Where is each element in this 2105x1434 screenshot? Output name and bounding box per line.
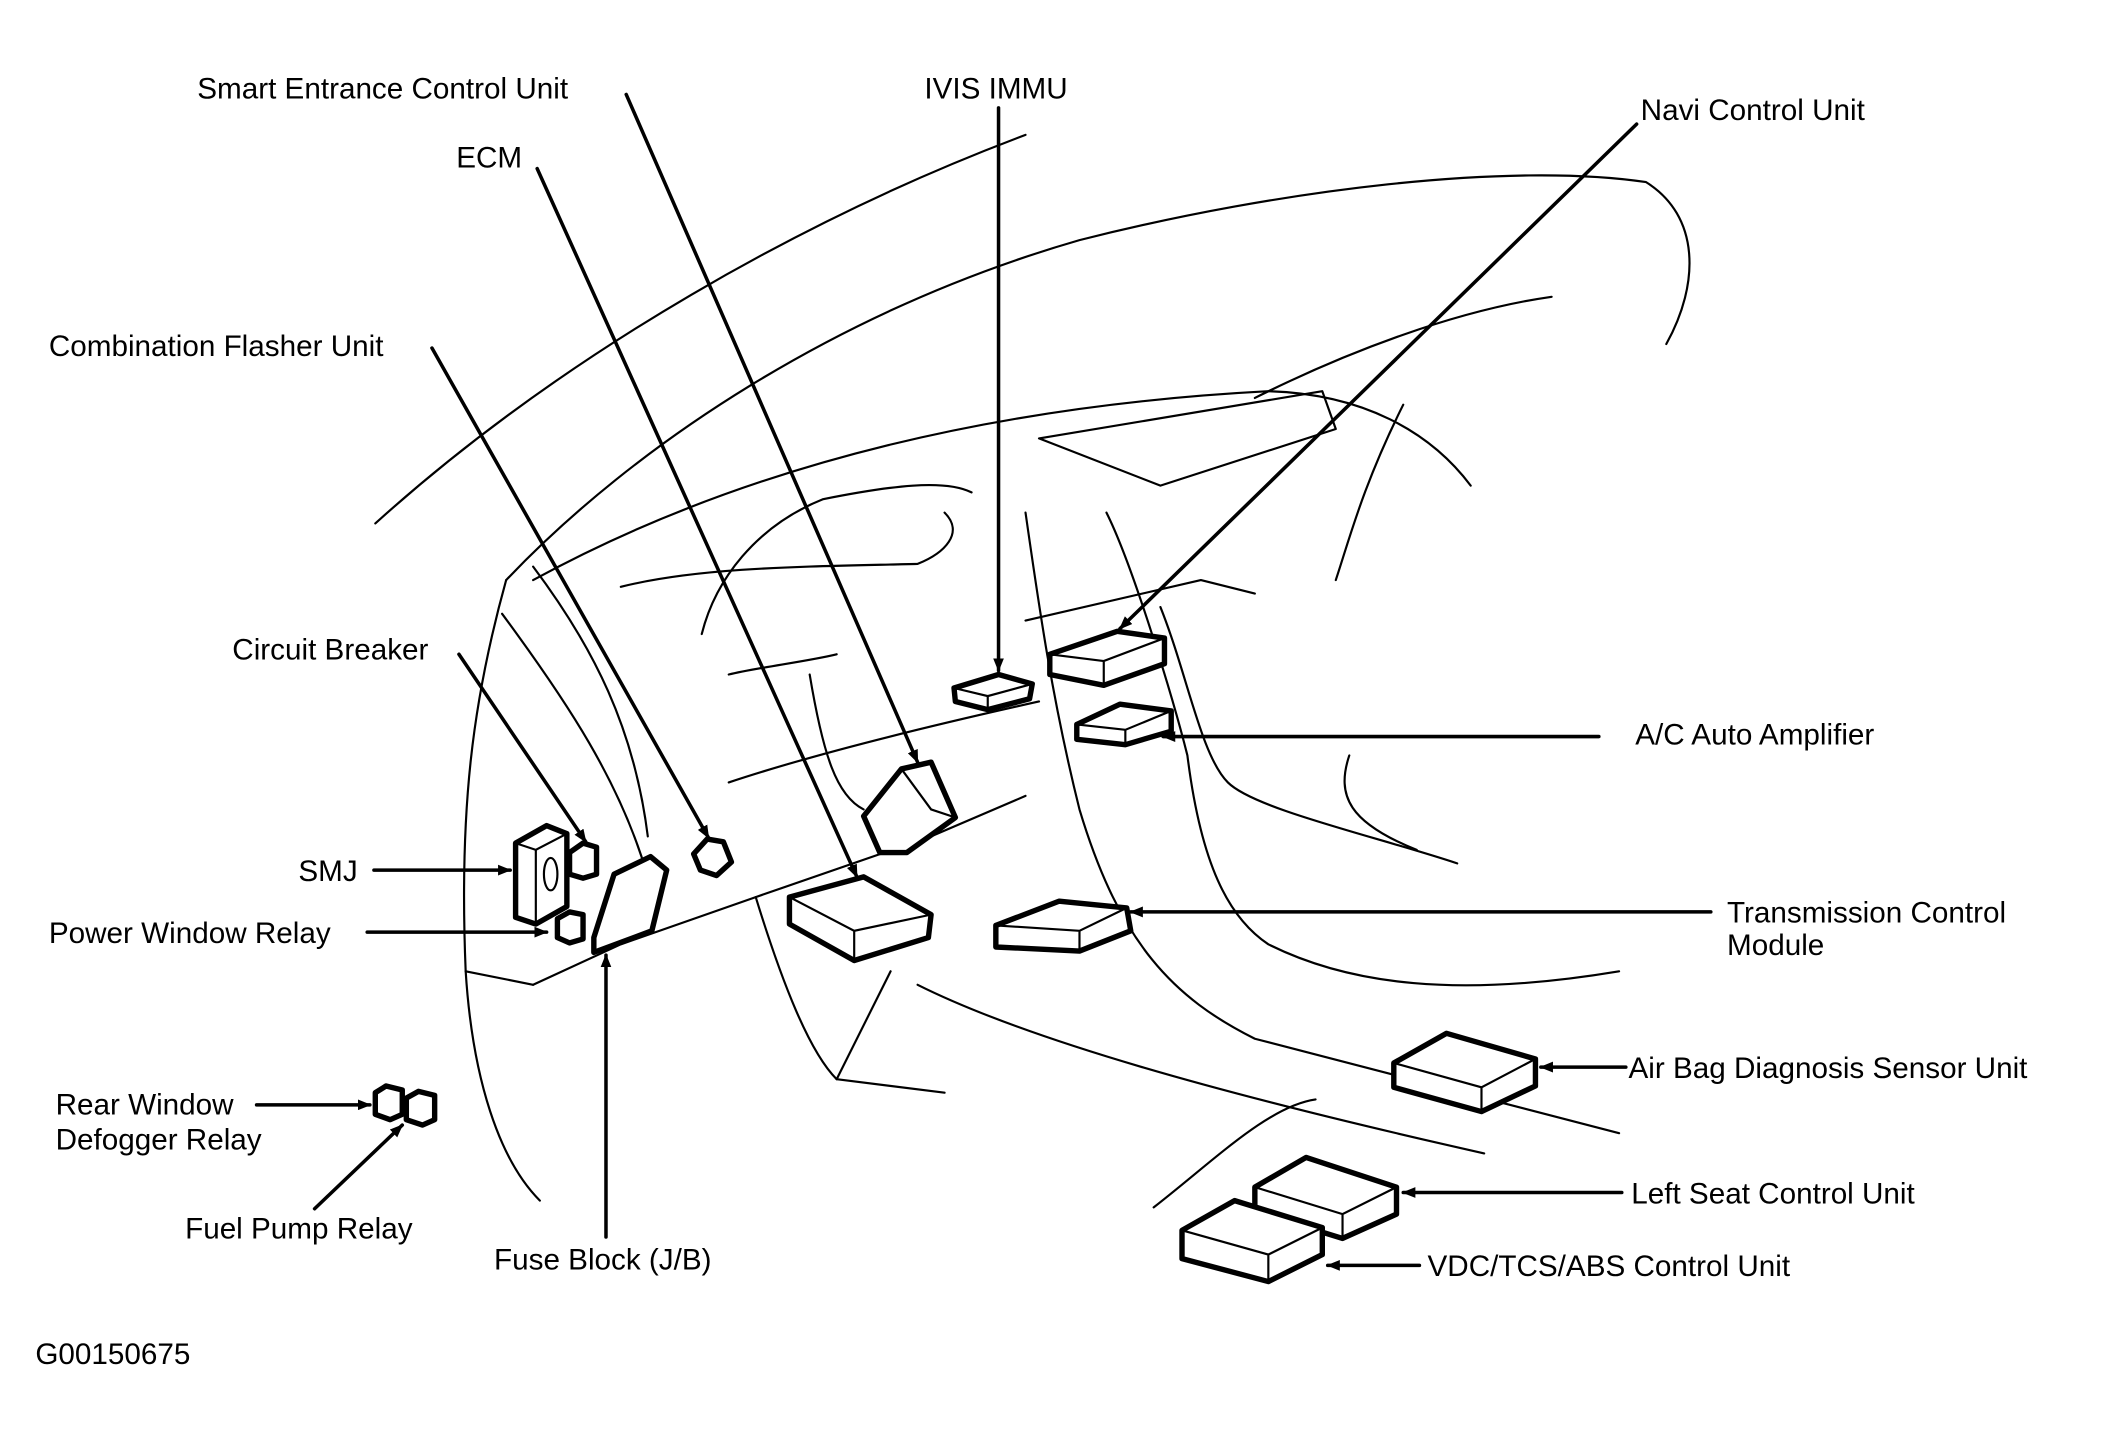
tcm-shape	[993, 898, 1134, 954]
label-navi-control-unit: Navi Control Unit	[1641, 94, 1866, 127]
label-ecm: ECM	[456, 141, 522, 174]
smj-shape	[512, 822, 570, 927]
label-circuit-breaker: Circuit Breaker	[232, 634, 428, 667]
label-combination-flasher-unit: Combination Flasher Unit	[49, 330, 384, 363]
figure-id: G00150675	[35, 1338, 190, 1371]
power-window-relay-shape	[554, 909, 586, 946]
fuse-block-shape	[591, 853, 670, 956]
label-air-bag-diagnosis-sensor-unit: Air Bag Diagnosis Sensor Unit	[1629, 1052, 2029, 1085]
leader-smart-entrance	[624, 92, 920, 764]
label-ac-auto-amplifier: A/C Auto Amplifier	[1635, 719, 1874, 752]
label-smart-entrance-control-unit: Smart Entrance Control Unit	[197, 72, 569, 105]
smart-entrance-control-unit-shape	[860, 759, 959, 856]
leader-combination-flasher	[430, 346, 711, 840]
label-smj: SMJ	[298, 855, 357, 888]
vehicle-interior-outline	[374, 133, 1691, 1209]
label-rear-window-defogger-line1: Rear Window	[56, 1088, 235, 1121]
leader-fuel-pump	[312, 1123, 405, 1211]
label-ivis-immu: IVIS IMMU	[924, 72, 1067, 105]
leader-circuit-breaker	[457, 652, 588, 844]
leader-ecm	[535, 166, 859, 879]
combination-flasher-unit-shape	[690, 836, 735, 879]
airbag-diagnosis-sensor-unit-shape	[1391, 1030, 1539, 1115]
label-power-window-relay: Power Window Relay	[49, 917, 331, 950]
label-fuse-block: Fuse Block (J/B)	[494, 1243, 712, 1276]
ivis-immu-shape	[951, 671, 1035, 713]
label-fuel-pump-relay: Fuel Pump Relay	[185, 1212, 413, 1245]
leader-navi	[1118, 122, 1639, 631]
vdc-tcs-abs-control-unit-shape	[1179, 1197, 1326, 1285]
label-vdc-tcs-abs-control-unit: VDC/TCS/ABS Control Unit	[1428, 1250, 1791, 1283]
labels: Smart Entrance Control Unit ECM IVIS IMM…	[35, 72, 2028, 1370]
label-left-seat-control-unit: Left Seat Control Unit	[1631, 1177, 1915, 1210]
label-tcm-line1: Transmission Control	[1727, 897, 2006, 930]
label-rear-window-defogger-line2: Defogger Relay	[56, 1123, 262, 1156]
fuel-pump-relay-shape	[403, 1088, 438, 1128]
ecm-shape	[786, 874, 934, 964]
leader-lines	[254, 92, 1713, 1271]
circuit-breaker-shape	[566, 840, 600, 881]
ac-auto-amplifier-shape	[1074, 701, 1174, 748]
label-tcm-line2: Module	[1727, 929, 1824, 962]
rear-window-defogger-relay-shape	[372, 1083, 405, 1123]
navi-control-unit-shape	[1047, 628, 1168, 688]
